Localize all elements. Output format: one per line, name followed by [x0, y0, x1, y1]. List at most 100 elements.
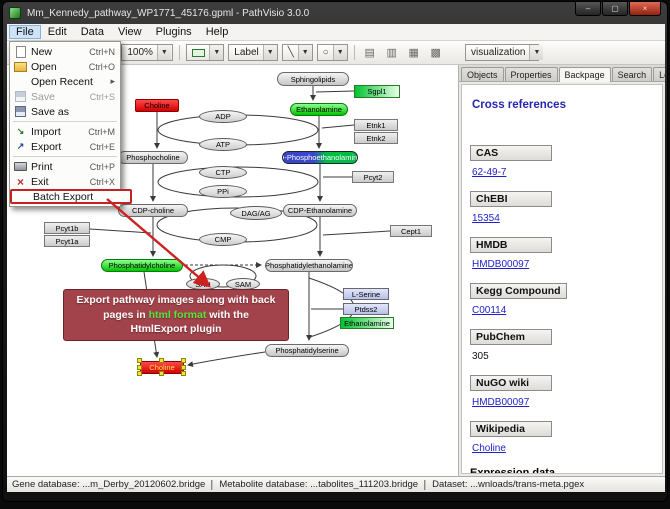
chevron-down-icon[interactable]: ▼ — [332, 45, 347, 60]
menu-plugins[interactable]: Plugins — [155, 26, 192, 38]
selection-handle[interactable] — [137, 364, 142, 370]
maximize-button[interactable]: ▢ — [602, 2, 628, 16]
pathway-node-sgpl1[interactable]: Sgpl1 — [354, 85, 400, 98]
chevron-down-icon[interactable]: ▼ — [156, 45, 171, 60]
pathway-node-pcyt2[interactable]: Pcyt2 — [352, 171, 394, 183]
pathway-node-choline[interactable]: Choline — [135, 99, 179, 112]
pathway-node-ppi[interactable]: PPi — [199, 185, 247, 198]
chevron-down-icon[interactable]: ▼ — [209, 45, 224, 60]
chevron-down-icon[interactable]: ▼ — [529, 45, 544, 60]
selection-handle[interactable] — [159, 371, 164, 376]
menu-item-label: Import — [31, 125, 61, 138]
tab-objects[interactable]: Objects — [461, 67, 504, 81]
pathway-node-sphingolipids[interactable]: Sphingolipids — [277, 72, 349, 86]
menu-item-label: Open Recent — [31, 75, 93, 88]
selection-handle[interactable] — [159, 358, 164, 363]
selection-handle[interactable] — [181, 358, 186, 363]
save-icon — [13, 91, 28, 102]
visualization-combo[interactable]: visualization ▼ — [465, 44, 544, 61]
pathway-node-adp[interactable]: ADP — [199, 110, 247, 123]
title-bar[interactable]: Mm_Kennedy_pathway_WP1771_45176.gpml - P… — [3, 2, 667, 24]
pathway-node-pcyt1b[interactable]: Pcyt1b — [44, 222, 90, 234]
menu-view[interactable]: View — [117, 26, 142, 38]
pathway-node-etnk1[interactable]: Etnk1 — [354, 119, 398, 131]
tab-properties[interactable]: Properties — [504, 67, 558, 81]
pathway-node-cdp-ethanolamine[interactable]: CDP-Ethanolamine — [283, 204, 357, 217]
xref-value-pubchem: 305 — [472, 351, 489, 362]
selection-handle[interactable] — [137, 371, 142, 376]
distribute-icon: ▦ — [408, 47, 419, 59]
menu-help[interactable]: Help — [205, 26, 229, 38]
pathway-node-cept1[interactable]: Cept1 — [390, 225, 432, 237]
pathway-node-l-serine[interactable]: L-Serine — [343, 288, 389, 300]
menu-shortcut: Ctrl+X — [89, 176, 115, 187]
line-icon: ╲ — [287, 47, 294, 58]
minimize-button[interactable]: – — [575, 2, 601, 16]
align-horizontal-button[interactable]: ▤ — [359, 43, 381, 63]
pathway-node-etnk2[interactable]: Etnk2 — [354, 132, 398, 144]
file-menu-item-open-recent[interactable]: Open Recent ▸ — [10, 74, 120, 89]
close-button[interactable]: × — [629, 2, 661, 16]
window-title: Mm_Kennedy_pathway_WP1771_45176.gpml - P… — [27, 7, 310, 19]
file-menu-item-save-as[interactable]: Save as — [10, 104, 120, 119]
pathway-node-cmp[interactable]: CMP — [199, 233, 247, 246]
chevron-down-icon[interactable]: ▼ — [297, 45, 312, 60]
file-menu-item-batch-export[interactable]: Batch Export — [10, 189, 132, 204]
xref-value-cas[interactable]: 62-49-7 — [472, 167, 507, 178]
tab-legend[interactable]: Legend — [653, 67, 665, 81]
pathway-node-ctp[interactable]: CTP — [199, 166, 247, 179]
pathway-node-pcyt1a[interactable]: Pcyt1a — [44, 235, 90, 247]
annotation-highlight: html format — [148, 308, 207, 321]
saveas-icon — [13, 106, 28, 117]
xref-header-nugo-wiki: NuGO wiki — [470, 375, 552, 391]
menu-item-label: Batch Export — [33, 190, 94, 203]
xref-value-kegg-compound[interactable]: C00114 — [472, 305, 507, 316]
selection-handle[interactable] — [181, 364, 186, 370]
gene-product-tool[interactable]: ▼ — [186, 44, 225, 61]
menu-edit[interactable]: Edit — [47, 26, 67, 38]
tab-backpage[interactable]: Backpage — [558, 67, 611, 82]
label-tool[interactable]: Label ▼ — [228, 44, 278, 61]
xref-value-nugo-wiki[interactable]: HMDB00097 — [472, 397, 530, 408]
zoom-combo[interactable]: 100% ▼ — [121, 44, 174, 61]
expression-data-heading: Expression data — [470, 467, 555, 474]
xref-value-hmdb[interactable]: HMDB00097 — [472, 259, 530, 270]
pathway-node-phosphocholine[interactable]: Phosphocholine — [118, 151, 188, 164]
pathway-node-phosphatidylethanolamine[interactable]: Phosphatidylethanolamine — [265, 259, 353, 272]
pathway-node-dag-ag[interactable]: DAG/AG — [230, 206, 282, 220]
pathway-node-ethanolamine[interactable]: Ethanolamine — [290, 103, 348, 116]
selection-handle[interactable] — [181, 371, 186, 376]
align-vertical-button[interactable]: ▥ — [381, 43, 403, 63]
exit-icon — [13, 175, 28, 189]
menu-data[interactable]: Data — [80, 26, 104, 38]
pathway-node-atp[interactable]: ATP — [199, 138, 247, 151]
shape-tool[interactable]: ○ ▼ — [316, 44, 348, 61]
status-bar: Gene database: ...m_Derby_20120602.bridg… — [7, 476, 665, 492]
tab-search[interactable]: Search — [611, 67, 653, 81]
chevron-down-icon[interactable]: ▼ — [262, 45, 277, 60]
distribute-button[interactable]: ▦ — [403, 43, 425, 63]
xref-value-chebi[interactable]: 15354 — [472, 213, 500, 224]
pathway-node-ptdss2[interactable]: Ptdss2 — [343, 303, 389, 315]
xref-value-wikipedia[interactable]: Choline — [472, 443, 506, 454]
statusbar-text: Metabolite database: ...tabolites_111203… — [219, 479, 419, 490]
line-tool[interactable]: ╲ ▼ — [281, 44, 313, 61]
menu-item-label: Print — [31, 160, 53, 173]
menu-file[interactable]: File — [9, 25, 41, 39]
pathway-node-phosphatidylcholine[interactable]: Phosphatidylcholine — [101, 259, 183, 272]
selection-handle[interactable] — [137, 358, 142, 363]
stack-button[interactable]: ▩ — [425, 43, 447, 63]
pathway-node-o-phosphoethanolamine[interactable]: O-Phosphoethanolamine — [282, 151, 358, 164]
pathway-node-phosphatidylserine[interactable]: Phosphatidylserine — [265, 344, 349, 357]
pathway-node-cdp-choline[interactable]: CDP-choline — [118, 204, 188, 217]
pathway-node-ethanolamine[interactable]: Ethanolamine — [340, 317, 394, 329]
submenu-arrow-icon: ▸ — [110, 76, 115, 86]
label-tool-text: Label — [234, 47, 259, 58]
